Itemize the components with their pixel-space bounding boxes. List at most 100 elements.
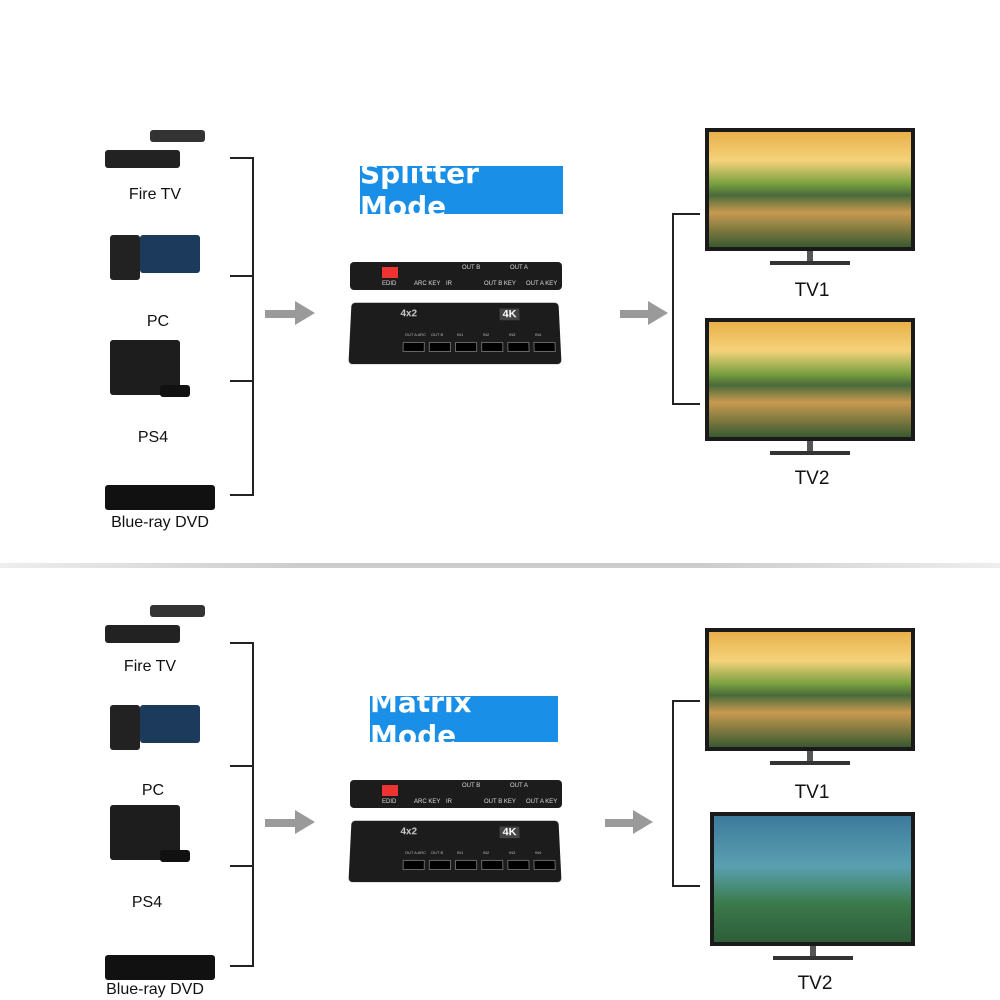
- fire-tv-icon: [105, 605, 205, 650]
- hdmi-port: [428, 859, 451, 870]
- device-model: 4x2: [400, 826, 418, 838]
- source-label: PC: [141, 782, 165, 799]
- arrow-icon: [265, 301, 315, 325]
- hdmi-port-label: IN1: [456, 332, 464, 337]
- rear-panel-label: EDID: [382, 799, 397, 805]
- rear-panel-label: OUT B: [462, 265, 481, 271]
- hdmi-port: [507, 341, 530, 352]
- arrow-shaft: [265, 310, 297, 318]
- tv-screen: [705, 318, 915, 441]
- fire-tv-shape: [150, 605, 205, 617]
- rear-panel-label: OUT A KEY: [526, 799, 558, 805]
- fire-tv-icon: [105, 130, 205, 175]
- hdmi-port: [428, 341, 451, 352]
- rear-panel-label: OUT B KEY: [484, 799, 516, 805]
- tv-stand-base: [770, 761, 850, 765]
- ps4-console-shape: [160, 850, 190, 862]
- bracket-tick: [230, 765, 254, 767]
- bluray-player-icon: [105, 470, 215, 515]
- bluray-player-icon: [105, 940, 215, 985]
- tv-picture-landscape: [709, 132, 911, 247]
- dip-switch: [382, 785, 398, 796]
- bluray-player-shape: [105, 485, 215, 510]
- bracket-tick: [230, 965, 254, 967]
- desktop-pc-shape: [140, 705, 200, 743]
- desktop-pc-icon: [105, 705, 205, 750]
- source-label: PS4: [137, 429, 169, 446]
- desktop-pc-icon: [105, 235, 205, 280]
- section-divider: [0, 563, 1000, 568]
- source-label: Fire TV: [128, 186, 182, 203]
- bracket-tick: [672, 700, 700, 702]
- ps4-console-shape: [160, 385, 190, 397]
- fire-tv-shape: [105, 625, 180, 643]
- arrow-icon: [265, 810, 315, 834]
- mode-badge: Splitter Mode: [360, 157, 563, 223]
- hdmi-port: [455, 341, 478, 352]
- tv-stand-base: [772, 956, 853, 960]
- tv-1: [705, 628, 915, 765]
- source-label: Fire TV: [123, 658, 177, 675]
- tv-screen: [710, 812, 915, 946]
- tv-1: [705, 128, 915, 265]
- arrow-icon: [620, 301, 668, 325]
- tv-label: TV2: [794, 468, 830, 489]
- hdmi-port-label: OUT A ARC: [404, 332, 427, 337]
- brand-mark: 4K: [499, 826, 520, 839]
- fire-tv-shape: [105, 150, 180, 168]
- hdmi-port-label: IN1: [456, 850, 464, 855]
- bracket-tick: [230, 380, 254, 382]
- source-label: Blue-ray DVD: [106, 981, 204, 998]
- hdmi-port-label: OUT A ARC: [404, 850, 427, 855]
- output-bracket: [672, 213, 674, 403]
- tv-label: TV1: [794, 782, 830, 803]
- rear-panel-label: EDID: [382, 281, 397, 287]
- hdmi-port: [533, 859, 556, 870]
- hdmi-port: [481, 341, 504, 352]
- tv-stand-neck: [807, 751, 813, 761]
- tv-stand-neck: [809, 946, 816, 956]
- mode-badge: Matrix Mode: [370, 686, 558, 752]
- arrow-shaft: [265, 819, 297, 827]
- tv-picture-landscape: [709, 632, 911, 747]
- desktop-pc-shape: [110, 705, 140, 750]
- hdmi-port-label: OUT B: [430, 332, 444, 337]
- arrow-head: [295, 810, 315, 834]
- hdmi-port: [507, 859, 530, 870]
- arrow-shaft: [620, 310, 650, 318]
- fire-tv-shape: [150, 130, 205, 142]
- tv-2: [710, 812, 915, 960]
- tv-2: [705, 318, 915, 455]
- hdmi-port: [402, 859, 425, 870]
- hdmi-port: [533, 341, 556, 352]
- rear-panel-label: OUT A: [510, 265, 528, 271]
- hdmi-port-label: IN3: [508, 332, 516, 337]
- rear-panel-label: ARC KEY: [414, 281, 441, 287]
- hdmi-port-label: IN4: [534, 332, 542, 337]
- bracket-tick: [230, 865, 254, 867]
- hdmi-port-label: IN3: [508, 850, 516, 855]
- source-label: PC: [146, 313, 170, 330]
- bracket-tick: [230, 275, 254, 277]
- tv-stand-neck: [807, 251, 813, 261]
- bracket-tick: [672, 213, 700, 215]
- source-bracket: [252, 157, 254, 494]
- tv-screen: [705, 628, 915, 751]
- hdmi-port-label: OUT B: [430, 850, 444, 855]
- tv-stand-base: [770, 261, 850, 265]
- device-model: 4x2: [400, 308, 418, 320]
- source-label: Blue-ray DVD: [111, 514, 209, 531]
- rear-panel-label: IR: [446, 281, 452, 287]
- desktop-pc-shape: [140, 235, 200, 273]
- tv-picture-cartoon: [714, 816, 911, 942]
- bracket-tick: [230, 494, 254, 496]
- rear-panel-label: IR: [446, 799, 452, 805]
- tv-label: TV1: [794, 280, 830, 301]
- hdmi-port-label: IN2: [482, 332, 490, 337]
- rear-panel-label: ARC KEY: [414, 799, 441, 805]
- source-label: PS4: [131, 894, 163, 911]
- rear-panel-label: OUT B: [462, 783, 481, 789]
